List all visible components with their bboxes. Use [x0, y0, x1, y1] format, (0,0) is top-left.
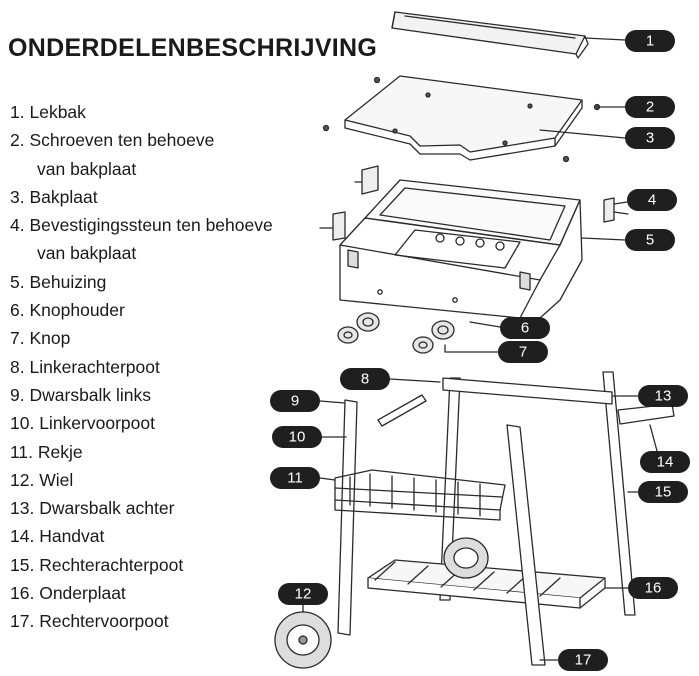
part-item: 17. Rechtervoorpoot: [10, 611, 169, 632]
callout-badges: 1 2 3 4 5 6 7 8 9 10 11 12 13 14 15 16 1…: [270, 30, 690, 671]
part-item: 9. Dwarsbalk links: [10, 384, 152, 405]
wheel-drawing: [274, 537, 489, 669]
part-item: 7. Knop: [10, 328, 71, 349]
part-item: 13. Dwarsbalk achter: [10, 498, 175, 519]
svg-text:13: 13: [655, 388, 672, 405]
mounting-bracket-drawing: [319, 165, 629, 241]
rear-crossbar: [442, 377, 613, 405]
callout-12: 12: [278, 583, 328, 605]
leader-lines: [302, 37, 658, 661]
left-front-leg: [337, 399, 358, 636]
left-crossbar: [377, 394, 427, 427]
svg-text:16: 16: [645, 580, 662, 597]
callout-10: 10: [272, 426, 322, 448]
part-item: 10. Linkervoorpoot: [10, 413, 155, 434]
svg-text:2: 2: [646, 99, 654, 116]
trolley-frame-drawing: [337, 371, 675, 666]
callout-17: 17: [558, 649, 608, 671]
part-item: 5. Behuizing: [10, 271, 107, 292]
part-item: 8. Linkerachterpoot: [10, 356, 160, 377]
svg-text:14: 14: [657, 454, 674, 471]
callout-2: 2: [625, 96, 675, 118]
housing-drawing: [339, 179, 583, 319]
part-item: 14. Handvat: [10, 526, 105, 547]
rack-drawing: [334, 469, 506, 521]
part-item: 3. Bakplaat: [10, 186, 98, 207]
right-rear-leg: [602, 371, 636, 616]
svg-text:17: 17: [575, 652, 592, 669]
callout-6: 6: [500, 317, 550, 339]
callout-16: 16: [628, 577, 678, 599]
svg-text:10: 10: [289, 429, 306, 446]
svg-text:6: 6: [521, 320, 529, 337]
callout-4: 4: [627, 189, 677, 211]
svg-text:8: 8: [361, 371, 369, 388]
callout-3: 3: [625, 127, 675, 149]
callout-7: 7: [498, 341, 548, 363]
callout-5: 5: [625, 229, 675, 251]
svg-text:12: 12: [295, 586, 312, 603]
page-title: ONDERDELENBESCHRIJVING: [8, 34, 378, 62]
svg-text:5: 5: [646, 232, 654, 249]
part-item: 15. Rechterachterpoot: [10, 554, 184, 575]
callout-8: 8: [340, 368, 390, 390]
callout-15: 15: [638, 481, 688, 503]
svg-text:9: 9: [291, 393, 299, 410]
drip-tray-drawing: [391, 11, 589, 59]
knob-drawing: [337, 312, 455, 354]
callout-9: 9: [270, 390, 320, 412]
svg-text:4: 4: [648, 192, 656, 209]
svg-text:7: 7: [519, 344, 527, 361]
svg-text:11: 11: [287, 470, 303, 487]
left-rear-leg: [439, 377, 461, 601]
svg-text:3: 3: [646, 130, 654, 147]
callout-11: 11: [270, 467, 320, 489]
callout-14: 14: [640, 451, 690, 473]
griddle-plate-drawing: [344, 75, 583, 161]
svg-text:1: 1: [646, 33, 654, 50]
part-item: 1. Lekbak: [10, 102, 86, 122]
right-front-leg: [506, 424, 546, 666]
callout-13: 13: [638, 385, 688, 407]
svg-text:15: 15: [655, 484, 672, 501]
part-item: 6. Knophouder: [10, 300, 125, 321]
part-item: 11. Rekje: [10, 441, 83, 462]
part-item: 12. Wiel: [10, 469, 74, 490]
part-item: 16. Onderplaat: [10, 583, 126, 604]
callout-1: 1: [625, 30, 675, 52]
